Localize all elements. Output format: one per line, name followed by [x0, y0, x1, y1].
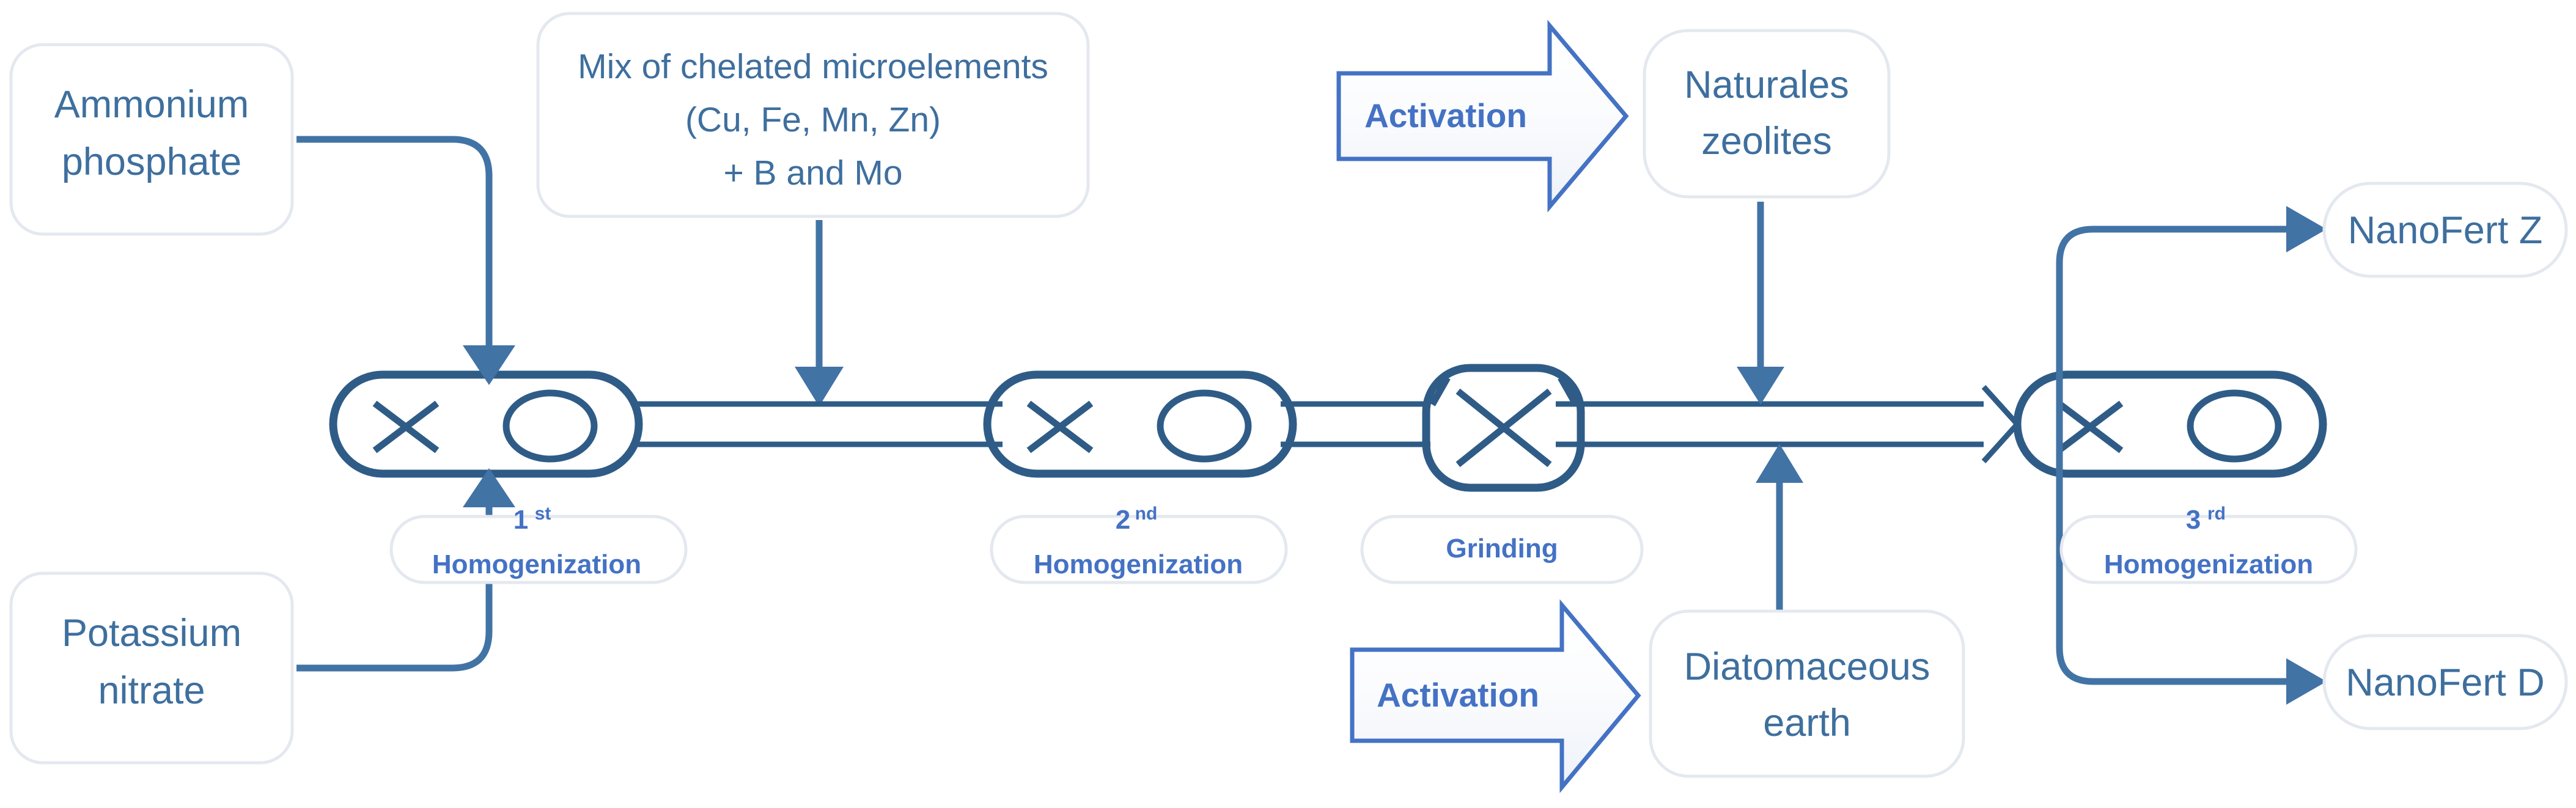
step-3-ordinal: 3: [2186, 505, 2201, 535]
activation-arrow-bottom: [1350, 599, 1641, 793]
output-nanofert-z-label: NanoFert Z: [2348, 209, 2543, 252]
step-1-name: Homogenization: [432, 549, 641, 579]
step-2-ordinal: 2: [1116, 505, 1130, 535]
step-2-suffix: nd: [1135, 504, 1158, 524]
label-diatomaceous-earth: Diatomaceous earth: [1684, 645, 1930, 744]
arrow-potassium-to-mixer1: [296, 468, 515, 672]
microelements-line-2: (Cu, Fe, Mn, Zn): [685, 100, 941, 139]
label-microelements: Mix of chelated microelements (Cu, Fe, M…: [578, 47, 1048, 193]
potassium-line-1: Potassium: [62, 612, 241, 655]
microelements-line-1: Mix of chelated microelements: [578, 47, 1048, 86]
pill-step-3: [2059, 515, 2358, 584]
arrow-diatomaceous-to-pipe: [1756, 444, 1803, 623]
step-1-ordinal: 1: [513, 505, 528, 535]
mixer-2-homogenizer: [983, 370, 1297, 478]
pill-step-2: [990, 515, 1288, 584]
label-zeolites: Naturales zeolites: [1684, 64, 1849, 163]
label-potassium-nitrate: Potassium nitrate: [62, 612, 241, 712]
activation-top-label: Activation: [1364, 97, 1527, 134]
ammonium-line-2: phosphate: [62, 141, 241, 183]
step-label-3: 3 rd Homogenization: [2104, 504, 2313, 579]
pill-step-grinding: [1360, 515, 1644, 584]
pill-step-1: [389, 515, 688, 584]
box-nanofert-z: [2322, 182, 2568, 278]
box-nanofert-d: [2322, 634, 2568, 730]
ammonium-line-1: Ammonium: [54, 83, 249, 126]
step-3-name: Homogenization: [2104, 549, 2313, 579]
step-label-2: 2 nd Homogenization: [1034, 504, 1243, 579]
step-label-grinding: Grinding: [1446, 534, 1558, 564]
grinding-mill: [1422, 364, 1585, 492]
box-diatomaceous-earth: [1649, 609, 1965, 778]
arrow-mixer3-to-nanofert-d: [2056, 375, 2327, 705]
box-potassium-nitrate: [9, 571, 294, 765]
activation-arrow-top: [1336, 20, 1629, 213]
zeolites-line-2: zeolites: [1701, 120, 1832, 163]
box-ammonium-phosphate: [9, 43, 294, 236]
diatomaceous-line-2: earth: [1763, 702, 1851, 744]
diatomaceous-line-1: Diatomaceous: [1684, 645, 1930, 688]
box-zeolites: [1643, 29, 1891, 199]
potassium-line-2: nitrate: [98, 669, 205, 712]
activation-bottom-label: Activation: [1377, 676, 1539, 714]
step-grinding-name: Grinding: [1446, 534, 1558, 564]
step-1-suffix: st: [535, 504, 551, 524]
arrow-microelements-to-pipe: [795, 220, 844, 406]
step-label-1: 1 st Homogenization: [432, 504, 641, 579]
arrow-zeolites-to-pipe: [1737, 202, 1784, 405]
step-2-name: Homogenization: [1034, 549, 1243, 579]
step-3-suffix: rd: [2207, 504, 2226, 524]
box-microelements: [536, 12, 1090, 218]
arrow-ammonium-to-mixer1: [296, 136, 515, 385]
zeolites-line-1: Naturales: [1684, 64, 1849, 106]
mixer-3-homogenizer: [2013, 370, 2327, 478]
microelements-line-3: + B and Mo: [723, 153, 902, 193]
pipe-mixer2-to-grinding: [1281, 401, 1430, 447]
arrow-mixer3-to-nanofert-z: [2056, 206, 2327, 474]
output-nanofert-d-label: NanoFert D: [2346, 661, 2545, 704]
label-ammonium-phosphate: Ammonium phosphate: [54, 83, 249, 183]
